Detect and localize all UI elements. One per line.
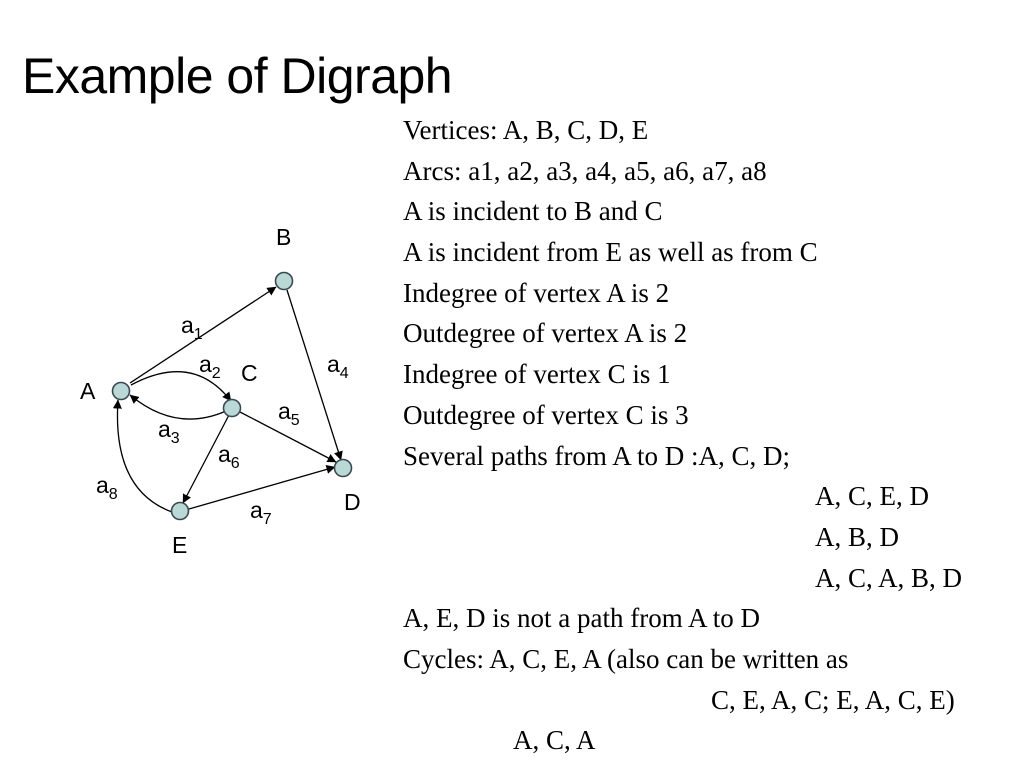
arc-label-a7-base: a <box>250 497 263 523</box>
arc-a8 <box>112 399 173 513</box>
vertex-label-b: B <box>276 224 291 250</box>
note-path-4: A, C, A, B, D <box>815 562 963 593</box>
vertex-e <box>170 501 190 521</box>
arc-a3 <box>129 394 227 420</box>
note-incident-from: A is incident from E as well as from C <box>403 237 818 268</box>
arc-a5 <box>239 411 337 463</box>
arc-label-a5-base: a <box>278 398 291 424</box>
note-outdegree-a: Outdegree of vertex A is 2 <box>403 318 688 349</box>
vertex-label-a: A <box>80 378 96 404</box>
digraph-diagram: A B C D E a1 a2 a3 a4 a5 a6 a7 a8 <box>80 224 361 558</box>
arc-label-a4-base: a <box>327 351 340 377</box>
note-indegree-c: Indegree of vertex C is 1 <box>403 359 671 390</box>
note-path-3: A, B, D <box>815 521 900 552</box>
note-cycles: Cycles: A, C, E, A (also can be written … <box>403 643 849 674</box>
digraph-notes: Vertices: A, B, C, D, E Arcs: a1, a2, a3… <box>403 110 1023 761</box>
arc-label-a2-base: a <box>199 351 212 377</box>
note-indegree-a: Indegree of vertex A is 2 <box>403 277 670 308</box>
arc-label-a3: a3 <box>158 416 180 447</box>
arc-label-a6-base: a <box>218 441 231 467</box>
arc-a6 <box>182 414 230 504</box>
vertex-b <box>274 271 294 291</box>
arc-a1 <box>129 286 277 384</box>
arc-label-a5-sub: 5 <box>291 412 300 429</box>
arc-label-a1-base: a <box>181 312 194 338</box>
note-not-path: A, E, D is not a path from A to D <box>403 603 760 634</box>
arc-a7 <box>188 465 336 510</box>
vertex-a <box>111 381 131 401</box>
arc-label-a2-sub: 2 <box>212 365 221 382</box>
arc-a2 <box>130 371 232 402</box>
note-outdegree-c: Outdegree of vertex C is 3 <box>403 399 689 430</box>
arc-label-a4: a4 <box>327 351 349 382</box>
vertex-label-c: C <box>241 360 258 386</box>
note-paths-intro: Several paths from A to D :A, C, D; <box>403 440 790 471</box>
arc-label-a8-base: a <box>96 472 109 498</box>
note-vertices: Vertices: A, B, C, D, E <box>403 115 649 145</box>
arc-label-a6: a6 <box>218 441 240 472</box>
vertex-d <box>333 458 353 478</box>
note-cycles-cont: C, E, A, C; E, A, C, E) <box>711 684 955 715</box>
arc-a4 <box>286 289 343 461</box>
vertex-c <box>222 398 242 418</box>
arc-label-a1: a1 <box>181 312 203 343</box>
arc-label-a7-sub: 7 <box>263 511 272 528</box>
arc-label-a4-sub: 4 <box>340 365 349 382</box>
arc-label-a8: a8 <box>96 472 118 503</box>
arc-label-a7: a7 <box>250 497 272 528</box>
note-cycle-2: A, C, A <box>513 725 596 756</box>
arc-label-a2: a2 <box>199 351 221 382</box>
note-incident-to: A is incident to B and C <box>403 196 663 227</box>
arc-label-a3-base: a <box>158 416 171 442</box>
arc-label-a5: a5 <box>278 398 300 429</box>
arc-label-a6-sub: 6 <box>231 455 240 472</box>
arc-label-a8-sub: 8 <box>109 486 118 503</box>
note-arcs: Arcs: a1, a2, a3, a4, a5, a6, a7, a8 <box>403 155 767 186</box>
arc-label-a1-sub: 1 <box>194 326 203 343</box>
slide-title: Example of Digraph <box>22 48 453 104</box>
note-path-2: A, C, E, D <box>815 481 929 512</box>
arc-label-a3-sub: 3 <box>171 430 180 447</box>
vertex-label-e: E <box>172 532 187 558</box>
vertex-label-d: D <box>344 489 361 515</box>
